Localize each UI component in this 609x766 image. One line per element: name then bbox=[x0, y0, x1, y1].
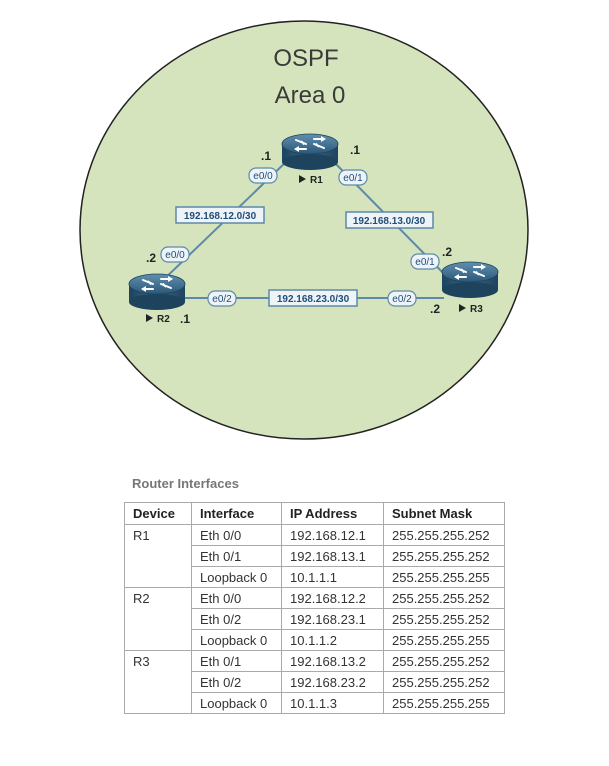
octet-r3-e0-1: .2 bbox=[442, 245, 452, 259]
cell-subnet-mask: 255.255.255.255 bbox=[383, 692, 505, 714]
svg-text:R1: R1 bbox=[310, 175, 323, 186]
cell-device bbox=[124, 608, 192, 630]
svg-text:R2: R2 bbox=[157, 314, 170, 325]
octet-r3-e0-2: .2 bbox=[430, 302, 440, 316]
svg-text:e0/1: e0/1 bbox=[415, 257, 435, 268]
cell-ip-address: 10.1.1.3 bbox=[281, 692, 384, 714]
iface-label-r2-e0-2: e0/2 bbox=[207, 290, 237, 307]
cell-device: R1 bbox=[124, 524, 192, 546]
iface-label-r1-e0-1: e0/1 bbox=[338, 169, 368, 186]
cell-interface: Loopback 0 bbox=[191, 566, 282, 588]
cell-subnet-mask: 255.255.255.252 bbox=[383, 671, 505, 693]
octet-r1-e0-1: .1 bbox=[350, 143, 360, 157]
svg-text:e0/0: e0/0 bbox=[253, 171, 273, 182]
ospf-area-circle bbox=[79, 20, 529, 440]
header-ip-address: IP Address bbox=[281, 502, 384, 525]
area-title-line2: Area 0 bbox=[275, 82, 346, 109]
cell-interface: Eth 0/1 bbox=[191, 545, 282, 567]
header-interface: Interface bbox=[191, 502, 282, 525]
cell-device bbox=[124, 692, 192, 714]
svg-text:e0/1: e0/1 bbox=[343, 173, 363, 184]
cell-ip-address: 192.168.13.1 bbox=[281, 545, 384, 567]
cell-interface: Loopback 0 bbox=[191, 629, 282, 651]
octet-r2-e0-2: .1 bbox=[180, 312, 190, 326]
svg-text:e0/0: e0/0 bbox=[165, 250, 185, 261]
cell-interface: Eth 0/0 bbox=[191, 524, 282, 546]
router-r2-label: R2 bbox=[146, 314, 170, 325]
router-r2-icon bbox=[128, 273, 186, 311]
ospf-topology-diagram: OSPF Area 0 192.168.12.0/30 192.168.13.0… bbox=[79, 20, 529, 440]
svg-text:192.168.12.0/30: 192.168.12.0/30 bbox=[184, 211, 257, 222]
cell-interface: Eth 0/1 bbox=[191, 650, 282, 672]
cell-subnet-mask: 255.255.255.252 bbox=[383, 608, 505, 630]
octet-r1-e0-0: .1 bbox=[261, 149, 271, 163]
cell-interface: Eth 0/0 bbox=[191, 587, 282, 609]
cell-ip-address: 192.168.23.1 bbox=[281, 608, 384, 630]
router-r1-icon bbox=[281, 133, 339, 171]
cell-subnet-mask: 255.255.255.252 bbox=[383, 650, 505, 672]
iface-label-r2-e0-0: e0/0 bbox=[160, 246, 190, 263]
octet-r2-e0-0: .2 bbox=[146, 251, 156, 265]
area-title-line1: OSPF bbox=[273, 45, 338, 72]
iface-label-r3-e0-2: e0/2 bbox=[387, 290, 417, 307]
cell-device bbox=[124, 545, 192, 567]
table-title: Router Interfaces bbox=[132, 476, 239, 491]
header-device: Device bbox=[124, 502, 192, 525]
cell-subnet-mask: 255.255.255.252 bbox=[383, 545, 505, 567]
cell-ip-address: 10.1.1.1 bbox=[281, 566, 384, 588]
cell-subnet-mask: 255.255.255.255 bbox=[383, 629, 505, 651]
svg-text:192.168.23.0/30: 192.168.23.0/30 bbox=[277, 294, 350, 305]
table-header-row: Device Interface IP Address Subnet Mask bbox=[124, 502, 505, 525]
cell-ip-address: 10.1.1.2 bbox=[281, 629, 384, 651]
router-interfaces-table: Device Interface IP Address Subnet Mask … bbox=[124, 502, 505, 714]
cell-subnet-mask: 255.255.255.255 bbox=[383, 566, 505, 588]
cell-subnet-mask: 255.255.255.252 bbox=[383, 587, 505, 609]
iface-label-r3-e0-1: e0/1 bbox=[410, 253, 440, 270]
cell-device bbox=[124, 629, 192, 651]
cell-ip-address: 192.168.12.2 bbox=[281, 587, 384, 609]
router-r1-label: R1 bbox=[299, 175, 323, 186]
cell-interface: Eth 0/2 bbox=[191, 608, 282, 630]
cell-device: R2 bbox=[124, 587, 192, 609]
cell-ip-address: 192.168.13.2 bbox=[281, 650, 384, 672]
cell-interface: Eth 0/2 bbox=[191, 671, 282, 693]
svg-text:192.168.13.0/30: 192.168.13.0/30 bbox=[353, 216, 426, 227]
subnet-label-r1-r3: 192.168.13.0/30 bbox=[345, 211, 434, 229]
svg-text:e0/2: e0/2 bbox=[392, 294, 412, 305]
cell-ip-address: 192.168.23.2 bbox=[281, 671, 384, 693]
cell-interface: Loopback 0 bbox=[191, 692, 282, 714]
iface-label-r1-e0-0: e0/0 bbox=[248, 167, 278, 184]
subnet-label-r1-r2: 192.168.12.0/30 bbox=[175, 206, 265, 224]
header-subnet-mask: Subnet Mask bbox=[383, 502, 505, 525]
svg-text:R3: R3 bbox=[470, 304, 483, 315]
subnet-label-r2-r3: 192.168.23.0/30 bbox=[268, 289, 358, 307]
router-r3-label: R3 bbox=[459, 304, 483, 315]
cell-device bbox=[124, 671, 192, 693]
router-r3-icon bbox=[441, 261, 499, 299]
cell-ip-address: 192.168.12.1 bbox=[281, 524, 384, 546]
cell-device bbox=[124, 566, 192, 588]
svg-text:e0/2: e0/2 bbox=[212, 294, 232, 305]
cell-device: R3 bbox=[124, 650, 192, 672]
cell-subnet-mask: 255.255.255.252 bbox=[383, 524, 505, 546]
